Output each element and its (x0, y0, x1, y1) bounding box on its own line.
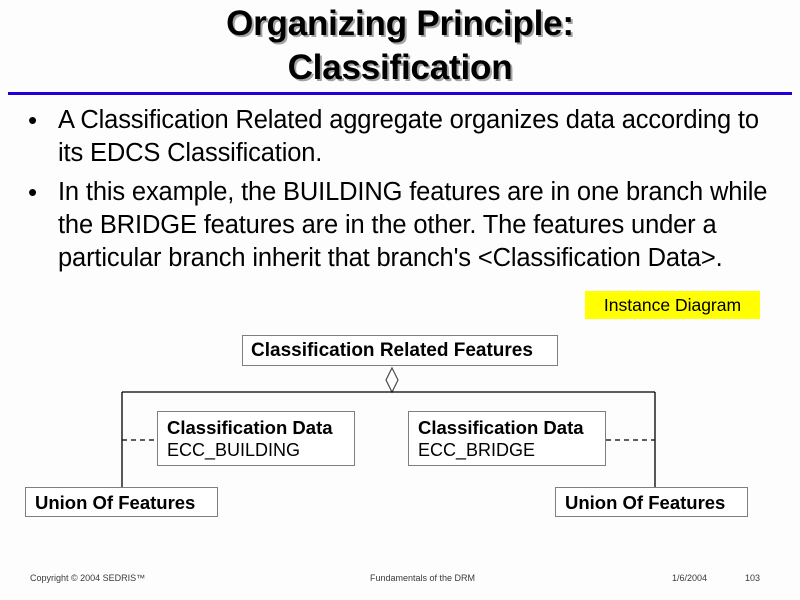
node-title: Union Of Features (565, 492, 726, 513)
footer-copyright: Copyright © 2004 SEDRIS™ (30, 573, 146, 583)
bullet-marker-icon: • (28, 105, 38, 135)
list-item: • A Classification Related aggregate org… (14, 104, 770, 170)
footer-date: 1/6/2004 (672, 573, 708, 583)
footer-deck-title: Fundamentals of the DRM (370, 573, 476, 583)
node-title: Classification Data (418, 417, 584, 438)
bullet-text: A Classification Related aggregate organ… (58, 106, 759, 167)
node-title: Classification Data (167, 417, 333, 438)
list-item: • In this example, the BUILDING features… (14, 176, 770, 275)
bullet-list: • A Classification Related aggregate org… (14, 104, 770, 281)
bullet-marker-icon: • (28, 177, 38, 207)
node-classification-data-building[interactable]: Classification Data ECC_BUILDING (157, 411, 355, 466)
page-title: Organizing Principle: Classification (0, 2, 800, 90)
node-subtitle: ECC_BRIDGE (418, 440, 536, 460)
node-classification-data-bridge[interactable]: Classification Data ECC_BRIDGE (408, 411, 606, 466)
title-line-1: Organizing Principle: (226, 4, 574, 43)
node-title: Union Of Features (35, 492, 196, 513)
footer-page-number: 103 (745, 573, 761, 583)
title-divider-rule (8, 92, 792, 95)
node-union-of-features-left[interactable]: Union Of Features (25, 487, 218, 517)
node-subtitle: ECC_BUILDING (167, 440, 301, 460)
bullet-text: In this example, the BUILDING features a… (58, 178, 768, 272)
node-classification-related-features[interactable]: Classification Related Features (242, 335, 558, 366)
instance-diagram-badge: Instance Diagram (585, 291, 760, 319)
title-line-2: Classification (287, 48, 513, 87)
node-title: Classification Related Features (251, 340, 533, 361)
node-union-of-features-right[interactable]: Union Of Features (555, 487, 748, 517)
aggregation-diamond-icon (385, 366, 399, 394)
